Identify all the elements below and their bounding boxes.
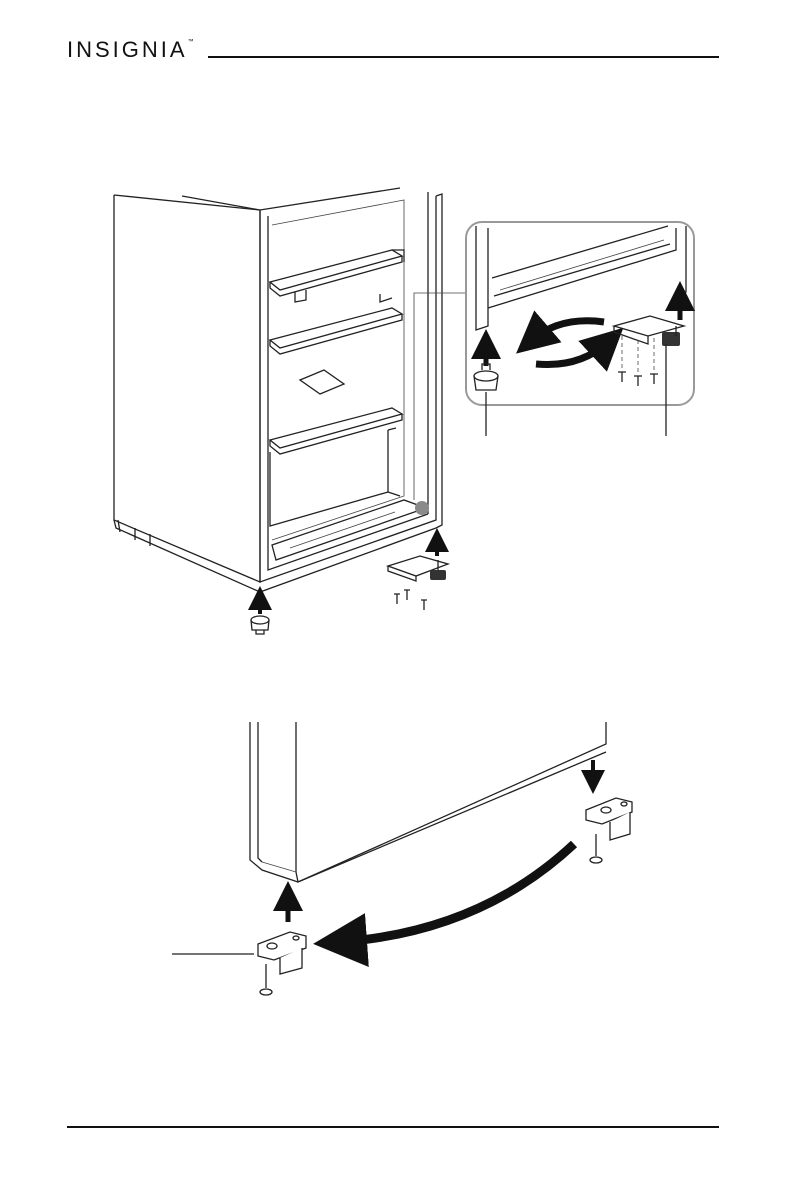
figure-remove-hinge [114, 188, 466, 634]
hinge-bracket-icon [586, 798, 632, 840]
hinge-location-marker [415, 501, 429, 515]
hinge-bracket-icon [258, 932, 306, 974]
leg-icon [251, 616, 269, 634]
curved-arrow-icon [340, 844, 574, 942]
hinge-icon [388, 556, 448, 581]
footer-rule [67, 1126, 719, 1128]
pin-icon [260, 964, 272, 995]
screw-icon [394, 590, 427, 610]
figure-move-hinge [172, 722, 632, 995]
detail-inset [466, 222, 694, 436]
pin-icon [590, 834, 602, 863]
